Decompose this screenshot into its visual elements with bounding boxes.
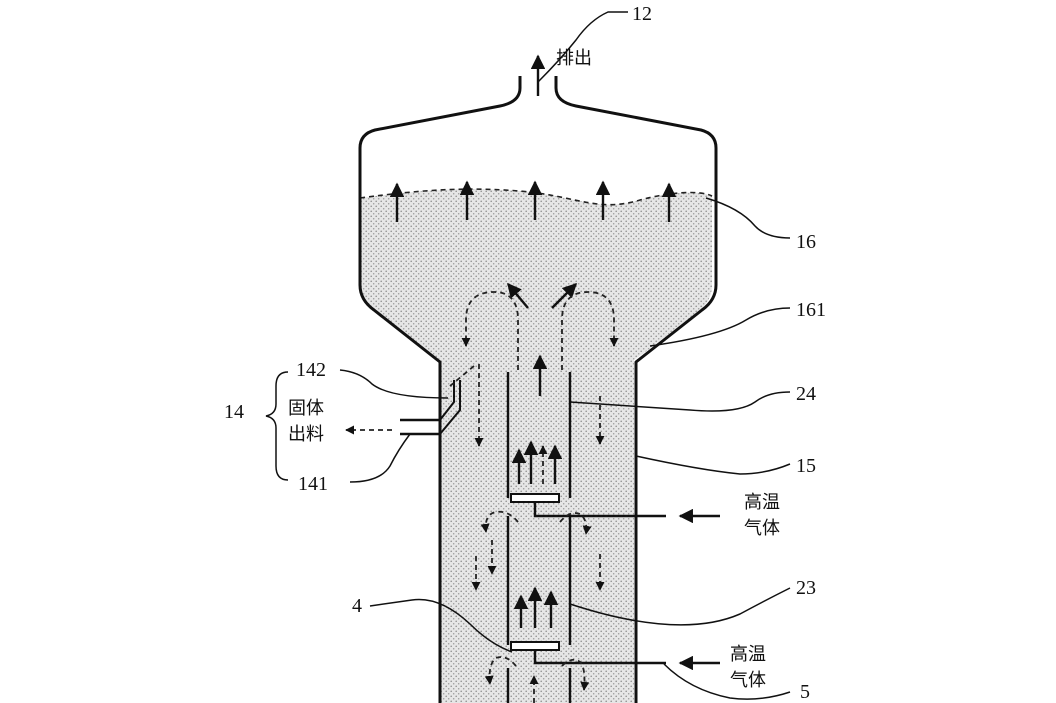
bracket-14 [265,371,289,481]
middle-circulation-arrows [471,510,605,591]
solid-out-label-line2: 出料 [288,424,324,445]
label-4: 4 [352,595,362,617]
bottom-circulation-arrows [484,656,590,703]
hot-gas-label-1-line2: 气体 [744,518,780,539]
leader-lines [339,11,791,700]
leader-161 [649,307,791,347]
loop-left [484,656,517,685]
exhaust-label: 排出 [556,48,592,69]
gas-release-arrows [389,180,677,222]
leader-15 [635,455,791,475]
circulation-loop-right [561,291,619,370]
weir-plate [439,380,461,435]
label-161: 161 [796,299,826,321]
circulation-loop-left [461,291,519,370]
label-5: 5 [800,681,810,703]
hot-gas-label-2-line2: 气体 [730,670,766,691]
leader-141 [349,433,411,483]
loop-right [561,658,590,691]
upper-tube-arrows [511,440,563,484]
lower-gas-distributor [510,641,560,651]
label-141: 141 [298,473,328,495]
label-15: 15 [796,455,816,477]
bottom-tube-stubs [506,668,572,703]
leader-4 [369,598,513,653]
upper-circulation-arrows [345,282,619,447]
label-24: 24 [796,383,816,405]
label-14: 14 [224,401,244,423]
vessel-outline [358,76,718,703]
leader-142 [339,369,449,399]
hot-gas-label-2-line1: 高温 [730,644,766,665]
label-23: 23 [796,577,816,599]
leader-5 [663,663,791,700]
fountain-arrow-left [507,282,529,309]
solid-out-label-line1: 固体 [288,398,324,419]
loop-right [559,512,592,535]
fountain-arrow-right [551,282,578,309]
label-16: 16 [796,231,816,253]
leader-23 [569,587,791,626]
lower-tube-arrows [513,586,559,628]
lower-gas-inlet-pipe [533,650,666,665]
label-12: 12 [632,3,652,25]
lower-draft-tube [506,516,572,645]
upper-draft-tube [506,372,572,498]
upper-gas-distributor [510,493,560,503]
leader-12 [537,11,628,83]
leader-24 [569,391,791,412]
upper-gas-inlet-pipe [533,502,666,518]
label-142: 142 [296,359,326,381]
solid-discharge-pipe [400,418,440,436]
hot-gas-label-1-line1: 高温 [744,492,780,513]
leader-16 [705,197,791,239]
